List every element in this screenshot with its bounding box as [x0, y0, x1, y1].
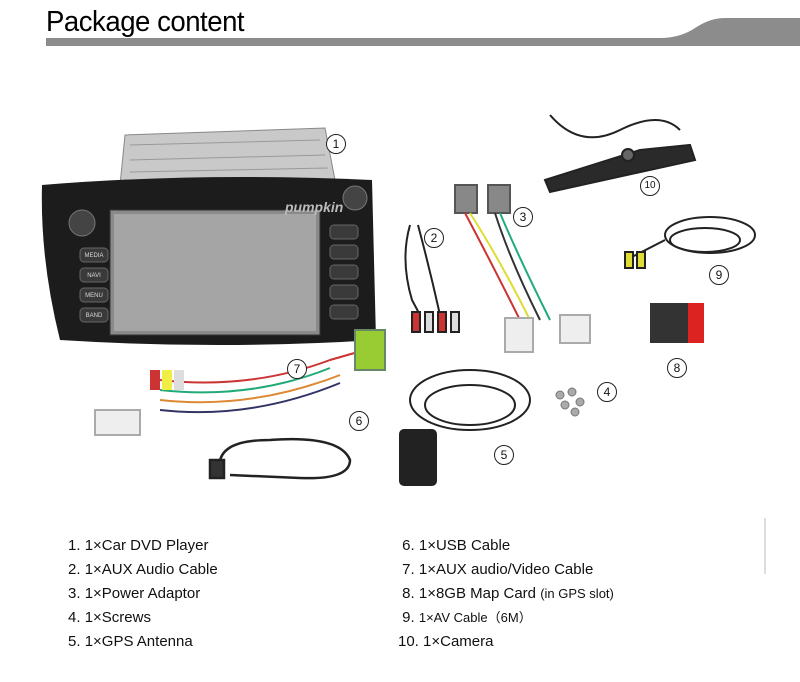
screws — [555, 387, 585, 417]
car-dvd-player: MEDIA NAVI MENU BAND pumpkin — [41, 127, 377, 345]
product-photo: MEDIA NAVI MENU BAND pumpkin — [41, 114, 756, 486]
list-item: 8. 1×8GB Map Card (in GPS slot) — [402, 585, 614, 602]
header-bar — [46, 18, 800, 46]
list-item: 6. 1×USB Cable — [402, 537, 511, 554]
device-button-media: MEDIA — [84, 253, 103, 259]
callout-9: 9 — [709, 265, 729, 285]
av-cable — [624, 216, 756, 269]
power-adaptor — [454, 184, 591, 353]
svg-text:pumpkin: pumpkin — [284, 199, 343, 215]
usb-cable — [208, 437, 352, 480]
callout-5: 5 — [494, 445, 514, 465]
list-item: 5. 1×GPS Antenna — [68, 633, 193, 650]
device-button-navi: NAVI — [87, 273, 101, 279]
callout-6: 6 — [349, 411, 369, 431]
list-item: 3. 1×Power Adaptor — [68, 585, 201, 602]
package-list-right: 6. 1×USB Cable 7. 1×AUX audio/Video Cabl… — [398, 536, 614, 656]
list-item: 2. 1×AUX Audio Cable — [68, 561, 218, 578]
callout-1: 1 — [326, 134, 346, 154]
list-item: 10. 1×Camera — [398, 633, 494, 650]
list-item: 1. 1×Car DVD Player — [68, 537, 209, 554]
divider — [764, 518, 766, 574]
callout-4: 4 — [597, 382, 617, 402]
device-button-band: BAND — [86, 313, 103, 319]
callout-8: 8 — [667, 358, 687, 378]
callout-2: 2 — [424, 228, 444, 248]
package-list-left: 1. 1×Car DVD Player 2. 1×AUX Audio Cable… — [68, 536, 218, 656]
callout-7: 7 — [287, 359, 307, 379]
list-item: 9. 1×AV Cable（6M） — [402, 609, 532, 626]
callout-3: 3 — [513, 207, 533, 227]
device-button-menu: MENU — [85, 293, 103, 299]
callout-10: 10 — [640, 176, 660, 196]
aux-audio-cable — [404, 224, 460, 333]
camera — [543, 114, 697, 194]
map-card — [650, 303, 704, 343]
gps-antenna — [399, 369, 531, 486]
list-item: 7. 1×AUX audio/Video Cable — [402, 561, 594, 578]
aux-av-cable — [94, 329, 386, 436]
list-item: 4. 1×Screws — [68, 609, 151, 626]
page-title: Package content — [46, 6, 245, 38]
